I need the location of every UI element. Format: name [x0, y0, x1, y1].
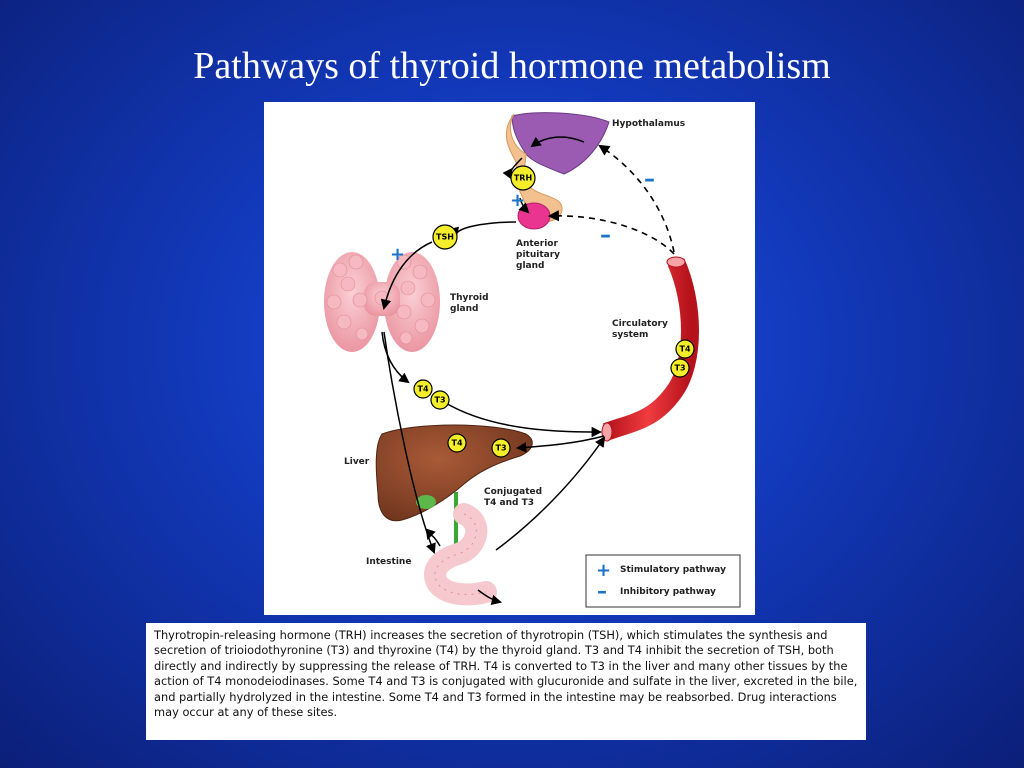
liver-label: Liver	[344, 457, 370, 467]
thyroid-gland-label-line1: Thyroid	[450, 293, 489, 303]
t4-badge-circulation: T4	[675, 339, 695, 359]
svg-text:T4: T4	[451, 439, 462, 448]
svg-text:TSH: TSH	[436, 233, 454, 242]
diagram-panel: Hypothalamus Anterior pituitary gland Th…	[264, 102, 755, 615]
minus-icon-hypothalamus: –	[644, 167, 655, 192]
svg-text:T3: T3	[674, 364, 685, 373]
t4-badge-liver: T4	[447, 433, 467, 453]
t4-badge-thyroid: T4	[413, 379, 433, 399]
anterior-pituitary-label-line3: gland	[516, 261, 544, 271]
slide-title: Pathways of thyroid hormone metabolism	[193, 45, 831, 87]
plus-icon-trh: +	[510, 190, 525, 211]
legend-minus-icon: –	[597, 579, 607, 603]
thyroid-gland-shape	[324, 252, 440, 352]
t3-badge-thyroid: T3	[430, 390, 450, 410]
svg-text:T4: T4	[679, 345, 690, 354]
circulatory-vessel	[602, 258, 699, 441]
svg-text:T3: T3	[434, 396, 445, 405]
legend-box: + Stimulatory pathway – Inhibitory pathw…	[585, 554, 741, 608]
svg-text:T3: T3	[495, 444, 506, 453]
thyroid-gland-label-line2: gland	[450, 304, 478, 314]
caption-text: Thyrotropin-releasing hormone (TRH) incr…	[146, 623, 866, 740]
minus-icon-pituitary: –	[600, 223, 611, 248]
legend-stimulatory-label: Stimulatory pathway	[620, 565, 726, 575]
gallbladder-shape	[416, 495, 436, 509]
conjugated-label-line2: T4 and T3	[484, 498, 534, 508]
intestine-shape	[424, 503, 497, 606]
anterior-pituitary-label-line1: Anterior	[516, 239, 558, 249]
conjugated-label-line1: Conjugated	[484, 487, 542, 497]
legend-inhibitory-label: Inhibitory pathway	[620, 587, 716, 597]
anterior-pituitary-label-line2: pituitary	[516, 250, 560, 260]
tsh-badge: TSH	[432, 224, 458, 250]
svg-text:T4: T4	[417, 385, 428, 394]
plus-icon-tsh: +	[390, 244, 405, 265]
trh-badge: TRH	[510, 165, 536, 191]
t3-badge-liver: T3	[491, 438, 511, 458]
hypothalamus-shape	[511, 112, 610, 175]
thyroid-pathway-diagram: Hypothalamus Anterior pituitary gland Th…	[324, 112, 741, 608]
intestine-label: Intestine	[366, 557, 411, 567]
t3-badge-circulation: T3	[670, 358, 690, 378]
hypothalamus-label: Hypothalamus	[612, 119, 685, 129]
circulatory-system-label-line2: system	[612, 330, 648, 340]
legend-plus-icon: +	[596, 560, 611, 581]
svg-text:TRH: TRH	[514, 174, 532, 183]
circulatory-system-label-line1: Circulatory	[612, 319, 668, 329]
